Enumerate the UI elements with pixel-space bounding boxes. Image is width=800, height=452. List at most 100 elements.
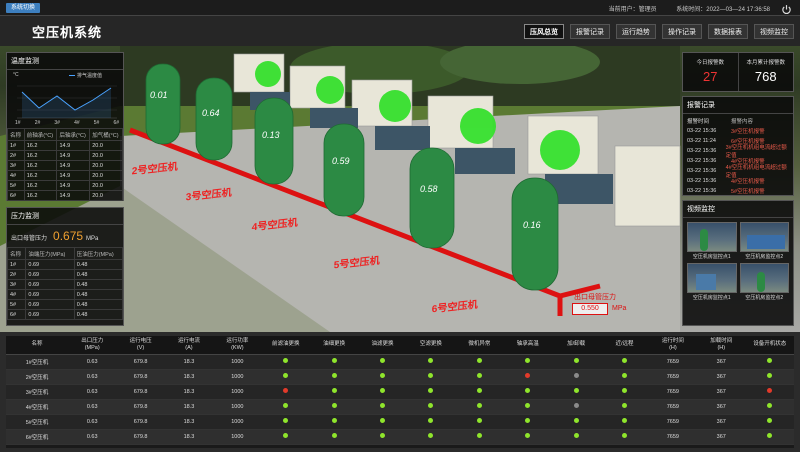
column-header: 运行电流 (A) xyxy=(164,336,214,355)
video-caption: 空压机房监控点1 xyxy=(692,254,731,260)
status-indicator-icon xyxy=(476,403,482,408)
status-indicator-icon xyxy=(380,418,386,423)
status-cell xyxy=(309,399,359,415)
status-cell xyxy=(358,414,407,430)
video-thumbnail[interactable] xyxy=(739,263,789,293)
status-indicator-icon xyxy=(428,358,434,363)
table-cell: 0.63 xyxy=(68,399,117,415)
video-camera-tile[interactable]: 空压机房监控点2 xyxy=(739,222,789,260)
status-indicator-icon xyxy=(428,388,434,393)
status-cell xyxy=(600,399,649,415)
table-cell: 7659 xyxy=(648,369,698,385)
video-camera-tile[interactable]: 空压机房监控点2 xyxy=(739,263,789,301)
status-cell xyxy=(358,429,407,445)
pressure-panel: 压力监测 出口母管压力 0.675 MPa 名称油端压力(MPa)压油压力(MP… xyxy=(6,207,124,326)
table-cell: 7659 xyxy=(648,429,698,445)
panel-title: 压力监测 xyxy=(7,208,123,225)
video-thumbnail[interactable] xyxy=(739,222,789,252)
table-cell: 1000 xyxy=(213,429,262,445)
tab-overview[interactable]: 压风总览 xyxy=(524,24,564,39)
status-cell xyxy=(358,369,407,385)
temperature-chart: °C 排气温度值 1#2#3#4#5#6# xyxy=(7,70,123,128)
table-cell: 7659 xyxy=(648,414,698,430)
tab-reports[interactable]: 数据报表 xyxy=(708,24,748,39)
chart-unit: °C xyxy=(13,72,19,78)
table-cell: 679.8 xyxy=(116,384,165,400)
column-header: 轴承高温 xyxy=(503,336,552,355)
tab-trends[interactable]: 运行趋势 xyxy=(616,24,656,39)
table-cell: 367 xyxy=(697,354,746,370)
tab-alarm-records[interactable]: 报警记录 xyxy=(570,24,610,39)
panel-title: 报警记录 xyxy=(683,97,793,114)
time-label: 系统时间： xyxy=(676,7,707,13)
status-cell xyxy=(503,429,552,445)
outlet-pressure-unit: MPa xyxy=(612,305,627,312)
status-cell xyxy=(551,369,601,385)
column-header: 出口压力 (MPa) xyxy=(68,336,117,355)
column-header: 空滤更换 xyxy=(406,336,456,355)
status-indicator-icon xyxy=(767,418,773,423)
tank-value: 0.01 xyxy=(150,90,168,100)
video-thumbnail[interactable] xyxy=(687,222,737,252)
app-title: 空压机系统 xyxy=(32,25,103,40)
column-header: 运行时间 (H) xyxy=(648,336,698,355)
video-camera-tile[interactable]: 空压机房监控点1 xyxy=(687,263,737,301)
table-cell: 18.3 xyxy=(164,369,214,385)
status-indicator-icon xyxy=(331,418,337,423)
outlet-pressure-value: 0.550 xyxy=(572,303,608,315)
status-cell xyxy=(455,399,504,415)
status-indicator-icon xyxy=(283,418,289,423)
alarm-list-header: 报警时间报警内容 xyxy=(687,119,754,125)
outlet-pressure-number: 0.675 xyxy=(53,229,84,243)
outlet-pressure-readout: 出口母管压力 0.675 MPa xyxy=(11,229,99,243)
video-thumbnail[interactable] xyxy=(687,263,737,293)
month-alarm-count: 768 xyxy=(754,69,777,84)
power-icon[interactable] xyxy=(781,2,792,15)
video-camera-tile[interactable]: 空压机房监控点1 xyxy=(687,222,737,260)
status-cell xyxy=(745,369,794,385)
status-indicator-icon xyxy=(428,433,434,438)
status-indicator-icon xyxy=(476,388,482,393)
column-header: 油滤更换 xyxy=(358,336,407,355)
table-cell: 679.8 xyxy=(116,399,165,415)
status-indicator-icon xyxy=(621,358,627,363)
video-caption: 空压机房监控点2 xyxy=(745,254,784,260)
nav-tabs: 压风总览 报警记录 运行趋势 操作记录 数据报表 视频监控 xyxy=(518,24,794,39)
system-switch-button[interactable]: 系统切换 xyxy=(6,3,41,13)
video-caption: 空压机房监控点1 xyxy=(692,295,731,301)
status-indicator-icon xyxy=(573,403,579,408)
tab-operation-records[interactable]: 操作记录 xyxy=(662,24,702,39)
top-bar: 系统切换 当前用户：管理员 系统时间：2022—03—24 17:36:58 xyxy=(0,0,800,16)
table-cell: 1000 xyxy=(213,354,262,370)
status-cell xyxy=(358,399,407,415)
tab-video[interactable]: 视频监控 xyxy=(754,24,794,39)
status-cell xyxy=(261,384,310,400)
column-header: 运行电压 (V) xyxy=(116,336,165,355)
status-indicator-icon xyxy=(380,373,386,378)
status-cell xyxy=(503,384,552,400)
status-indicator-icon xyxy=(283,433,289,438)
status-indicator-icon xyxy=(283,403,289,408)
tank-value: 0.59 xyxy=(332,156,350,166)
user-name: 管理员 xyxy=(638,7,657,13)
status-indicator-icon xyxy=(525,388,531,393)
table-cell: 7659 xyxy=(648,354,698,370)
